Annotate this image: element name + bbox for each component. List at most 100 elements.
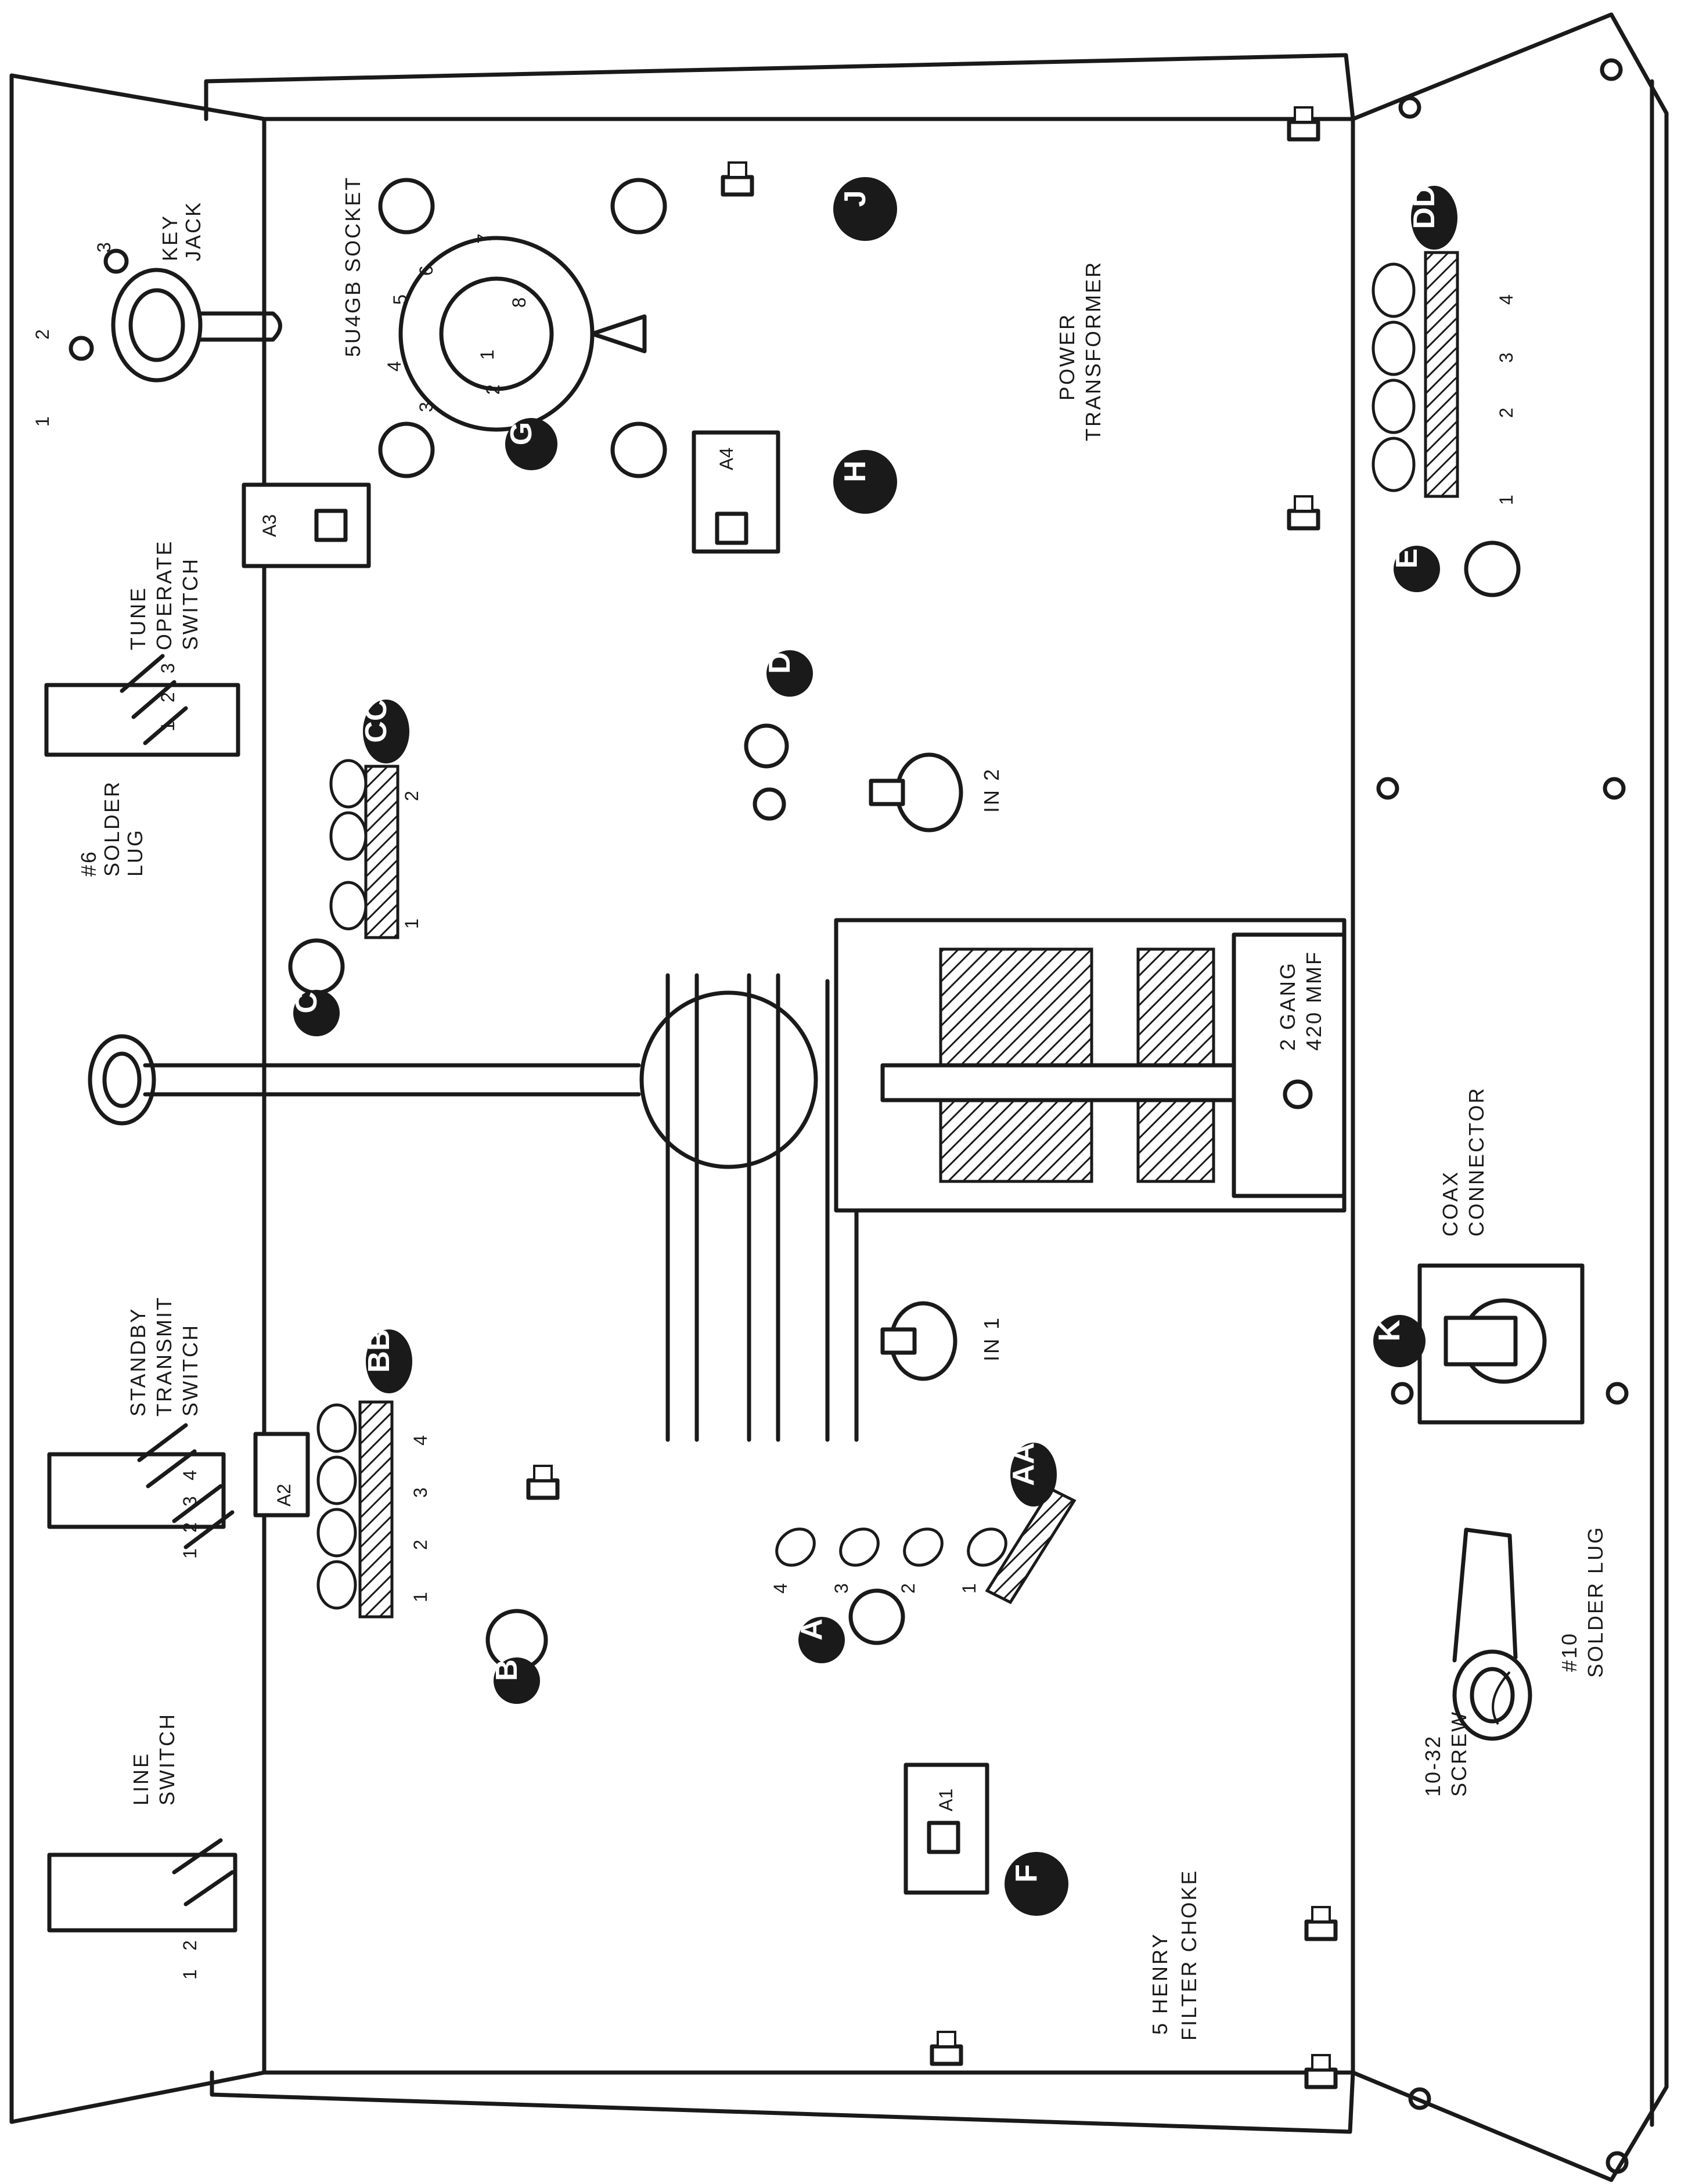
tune-operate-pin-3: 3 [157, 663, 178, 673]
standby-pin-1: 1 [179, 1548, 200, 1559]
socket-pin-3: 3 [416, 402, 437, 412]
line-switch-label-2: SWITCH [155, 1713, 179, 1805]
key-jack-pin-1: 1 [32, 416, 53, 427]
standby-pin-4: 4 [179, 1470, 200, 1480]
callout-dd: DD [1408, 185, 1457, 250]
gang-capacitor-label-1: 2 GANG [1276, 961, 1300, 1051]
apron-holes [1376, 58, 1629, 2174]
clamp-a1-label: A1 [935, 1789, 956, 1811]
tuning-shaft [88, 973, 859, 1442]
callout-d-text: D [763, 652, 797, 674]
callout-bb-text: BB [362, 1329, 396, 1372]
strip-bb-pin-2: 2 [410, 1540, 431, 1550]
socket-pin-7: 7 [474, 233, 495, 244]
strip-bb-pin-1: 1 [410, 1592, 431, 1602]
filter-choke: 5 HENRY FILTER CHOKE [1148, 1869, 1201, 2041]
callout-cc: CC [359, 699, 409, 763]
coax-label-2: CONNECTOR [1464, 1087, 1488, 1237]
standby-pin-2: 2 [179, 1522, 200, 1533]
screw-label-1: 10-32 [1421, 1735, 1445, 1797]
callout-bb: BB [362, 1329, 412, 1393]
tube-socket: 5U4GB SOCKET 1 2 3 4 5 6 7 8 [341, 176, 667, 478]
callout-e-text: E [1390, 549, 1424, 569]
callout-d: D [763, 650, 813, 697]
standby-label-2: TRANSMIT [152, 1296, 176, 1417]
strip-aa-pin-4: 4 [770, 1583, 791, 1594]
callout-b: B [490, 1657, 540, 1704]
tune-operate-label-2: OPERATE [152, 540, 176, 650]
gang-capacitor: 2 GANG 420 MMF [834, 918, 1347, 1213]
power-transformer-label-2: TRANSFORMER [1081, 261, 1105, 441]
terminal-strip-dd: 1 2 3 4 [1372, 251, 1517, 505]
line-switch-pin-2: 2 [179, 1940, 200, 1951]
tune-operate-pin-2: 2 [157, 692, 178, 702]
tune-operate-label-3: SWITCH [178, 557, 202, 650]
socket-pin-4: 4 [384, 361, 405, 372]
callout-g-text: G [505, 422, 538, 445]
terminal-strip-cc: 1 2 [329, 759, 422, 939]
standby-label-1: STANDBY [126, 1307, 150, 1417]
strip-dd-pin-1: 1 [1496, 495, 1517, 505]
line-switch-pin-1: 1 [179, 1969, 200, 1980]
clamp-a2-label: A2 [273, 1484, 294, 1507]
solder-lug-10-label-1: #10 [1557, 1632, 1581, 1672]
key-jack-label-2: JACK [181, 201, 205, 261]
mount-in1: IN 1 [880, 1301, 1003, 1381]
tune-operate-switch: 1 2 3 TUNE OPERATE SWITCH #6 SOLDER LUG [44, 540, 240, 877]
callout-j: J [833, 177, 897, 241]
callout-a-text: A [795, 1619, 829, 1641]
solder-lug-10-label-2: SOLDER LUG [1583, 1526, 1607, 1678]
key-jack: 1 2 3 KEY JACK [32, 201, 282, 427]
callout-dd-text: DD [1408, 185, 1441, 229]
strip-cc-pin-1: 1 [401, 918, 422, 929]
coax-connector: COAX CONNECTOR [1417, 1087, 1585, 1425]
strip-aa-pin-2: 2 [898, 1583, 919, 1594]
tune-operate-pin-1: 1 [157, 721, 178, 731]
socket-pin-1: 1 [477, 349, 498, 360]
key-jack-pin-3: 3 [93, 242, 114, 253]
power-transformer: POWER TRANSFORMER [1055, 261, 1105, 441]
strip-dd-pin-3: 3 [1496, 352, 1517, 363]
callout-b-text: B [490, 1659, 524, 1681]
callout-h: H [833, 450, 897, 514]
gang-capacitor-label-2: 420 MMF [1302, 950, 1326, 1051]
strip-bb-pin-3: 3 [410, 1487, 431, 1498]
callout-f-text: F [1010, 1864, 1043, 1883]
key-jack-pin-2: 2 [32, 329, 53, 340]
line-switch: 1 2 LINE SWITCH [47, 1713, 237, 1980]
callout-k-text: K [1373, 1320, 1406, 1342]
standby-transmit-switch: 1 2 3 4 STANDBY TRANSMIT SWITCH [47, 1296, 235, 1559]
clamp-a1: A1 [904, 1763, 989, 1895]
coax-label-1: COAX [1438, 1170, 1462, 1237]
callout-h-text: H [838, 460, 872, 482]
clamp-a3: A3 [242, 482, 371, 568]
socket-pin-5: 5 [390, 294, 411, 305]
callout-cc-text: CC [359, 699, 393, 743]
callout-e: E [1390, 546, 1440, 592]
solder-lug-6-label-3: LUG [123, 828, 147, 877]
clamp-a4-label: A4 [716, 448, 737, 470]
callout-aa-text: AA [1007, 1442, 1041, 1486]
mounting-studs [526, 106, 1338, 2089]
solder-lug-6-label-1: #6 [77, 850, 100, 877]
socket-pin-6: 6 [416, 265, 437, 276]
callout-c: C [290, 990, 340, 1036]
mount-in2: IN 2 [869, 752, 1003, 832]
clamp-a2: A2 [253, 1432, 310, 1518]
solder-lug-6-label-2: SOLDER [100, 780, 124, 877]
screw-label-2: SCREW [1447, 1710, 1471, 1797]
standby-pin-3: 3 [179, 1496, 200, 1507]
strip-aa-pin-3: 3 [831, 1583, 852, 1594]
in1-label: IN 1 [980, 1316, 1003, 1361]
callout-j-text: J [838, 190, 872, 207]
standby-label-3: SWITCH [178, 1324, 202, 1417]
clamp-a3-label: A3 [259, 514, 280, 537]
callout-c-text: C [290, 992, 323, 1014]
filter-choke-label-2: FILTER CHOKE [1177, 1869, 1201, 2041]
tune-operate-label-1: TUNE [126, 586, 150, 650]
in2-label: IN 2 [980, 767, 1003, 813]
clamp-a4: A4 [692, 430, 780, 554]
terminal-strip-aa: 1 2 3 4 [770, 1487, 1077, 1605]
callout-g: G [505, 418, 557, 470]
